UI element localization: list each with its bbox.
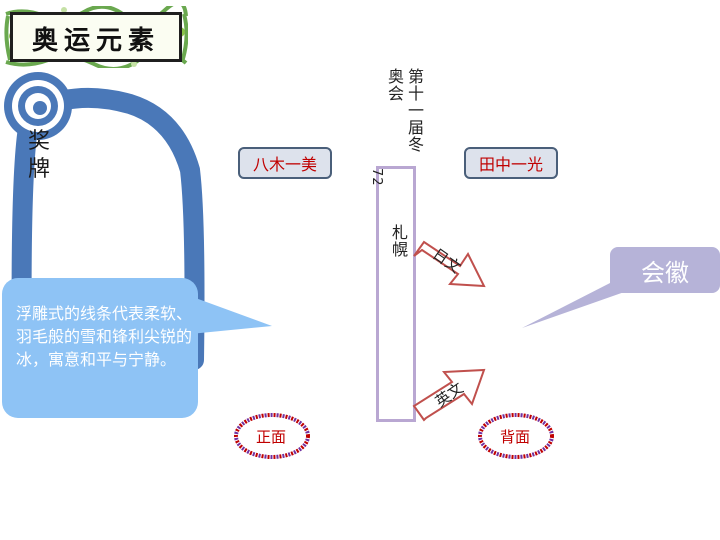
description-callout: 浮雕式的线条代表柔软、羽毛般的雪和锋利尖锐的冰，寓意和平与宁静。 — [2, 278, 198, 418]
page-title: 奥运元素 — [31, 25, 160, 56]
arrow-lower — [412, 368, 486, 422]
back-label: 背面 — [500, 428, 531, 446]
designer-left-box: 八木一美 — [238, 147, 332, 179]
designer-right-box: 田中一光 — [464, 147, 558, 179]
back-ellipse — [478, 413, 554, 459]
games-title-vertical: 第十一届冬奥会 — [385, 68, 424, 153]
title-frame — [10, 12, 182, 62]
arrow-upper — [413, 240, 486, 288]
center-rectangle — [376, 166, 416, 422]
title-banner: 奥运元素 — [4, 6, 188, 68]
medal-ribbon-graphic — [4, 72, 205, 370]
callout-pointer — [190, 296, 272, 334]
host-city-vertical: 札幌 — [389, 224, 408, 258]
games-year-vertical: 72 — [369, 168, 384, 187]
emblem-pointer — [522, 282, 630, 328]
callout-text: 浮雕式的线条代表柔软、羽毛般的雪和锋利尖锐的冰，寓意和平与宁静。 — [16, 304, 193, 369]
front-label: 正面 — [256, 428, 287, 446]
emblem-box: 会徽 — [610, 247, 720, 293]
front-ellipse — [234, 413, 310, 459]
medal-label: 奖牌 — [27, 129, 50, 182]
